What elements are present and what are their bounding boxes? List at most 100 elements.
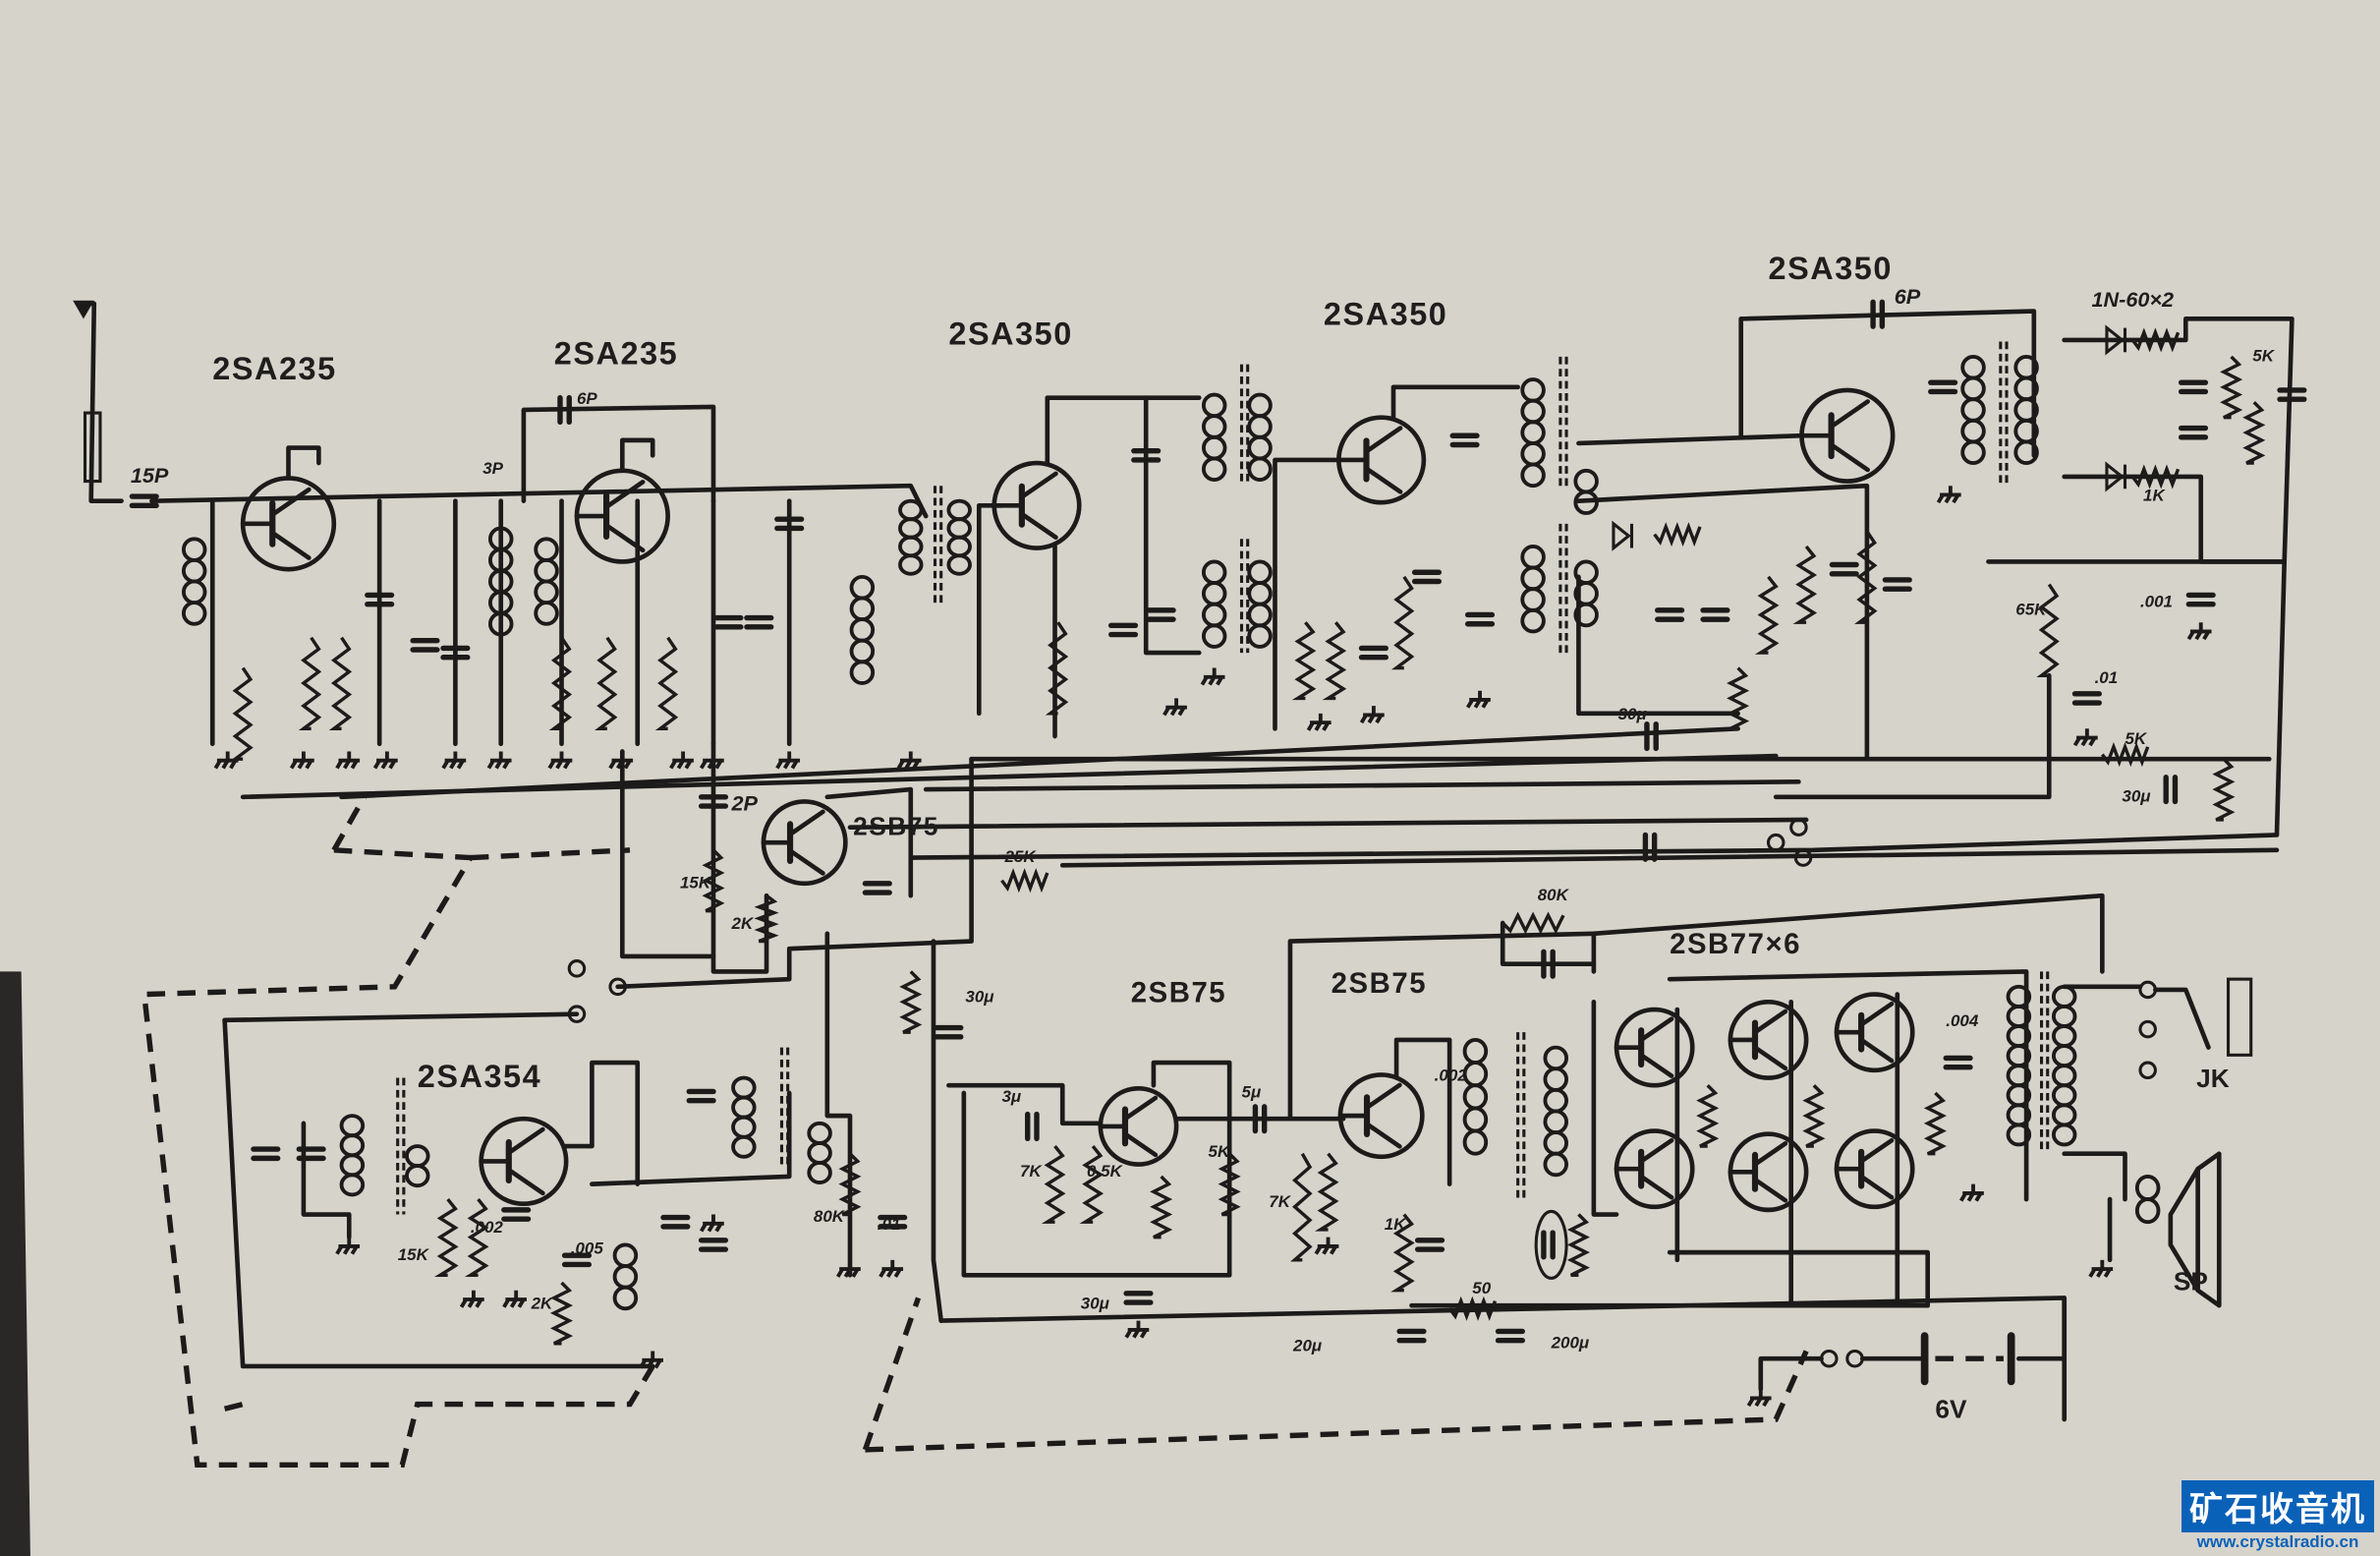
value-output-c: .004 bbox=[1946, 1011, 1979, 1030]
transistor-collector bbox=[506, 1126, 545, 1156]
value-filter-c1: 20μ bbox=[1292, 1337, 1323, 1355]
coil-symbol bbox=[1543, 1045, 1569, 1178]
transistor-collector bbox=[1858, 1001, 1895, 1027]
ground-icon bbox=[1124, 1320, 1150, 1339]
transistor-symbol bbox=[761, 799, 848, 887]
coil-symbol bbox=[339, 1114, 366, 1197]
transistor-symbol bbox=[1614, 1007, 1695, 1088]
transistor-collector bbox=[1638, 1016, 1674, 1043]
coil-turn bbox=[2013, 439, 2039, 465]
value-if3-r: 65K bbox=[2015, 600, 2048, 618]
capacitor-symbol bbox=[1495, 1328, 1525, 1344]
gang-link-line bbox=[223, 1401, 244, 1412]
value-osc-r: 80K bbox=[814, 1207, 846, 1226]
capacitor-symbol bbox=[561, 1252, 593, 1268]
resistor-symbol bbox=[2100, 742, 2150, 768]
resistor-symbol bbox=[702, 848, 725, 913]
transistor-emitter bbox=[269, 530, 312, 560]
label-oscillator: 2SA354 bbox=[418, 1059, 541, 1094]
ground-icon bbox=[699, 1214, 724, 1233]
capacitor-symbol bbox=[1025, 1111, 1040, 1141]
thermistor-icon bbox=[1534, 1209, 1568, 1280]
capacitor-symbol bbox=[501, 1207, 532, 1222]
ground-icon bbox=[1162, 698, 1187, 717]
transistor-symbol bbox=[1799, 387, 1896, 484]
transistor-collector bbox=[603, 480, 646, 510]
wire bbox=[1287, 931, 1597, 1122]
terminal-icon bbox=[1845, 1349, 1864, 1368]
terminal-icon bbox=[1789, 818, 1808, 836]
value-filter-c2: 200μ bbox=[1551, 1333, 1590, 1352]
resistor-symbol bbox=[1314, 1152, 1339, 1232]
ground-icon bbox=[335, 1237, 361, 1255]
wire bbox=[931, 939, 943, 1323]
capacitor-symbol bbox=[878, 1214, 908, 1230]
resistor-symbol bbox=[298, 636, 322, 731]
coil-symbol bbox=[807, 1121, 832, 1185]
resistor-symbol bbox=[549, 1281, 574, 1346]
coil-turn bbox=[849, 660, 876, 685]
resistor-symbol bbox=[1150, 1175, 1173, 1239]
terminal-icon bbox=[567, 959, 587, 978]
wire bbox=[1390, 384, 1520, 421]
terminal-icon bbox=[1793, 848, 1813, 867]
capacitor-symbol bbox=[774, 516, 805, 532]
wire bbox=[1045, 395, 1202, 466]
capacitor-symbol bbox=[2071, 691, 2102, 706]
value-audio-r3: 5K bbox=[1209, 1142, 1231, 1161]
coil-symbol bbox=[1573, 468, 1599, 515]
value-agc-r2: 2K bbox=[731, 914, 755, 933]
antenna-icon bbox=[73, 300, 94, 319]
coil-turn bbox=[612, 1285, 639, 1311]
coil-symbol bbox=[1573, 559, 1599, 628]
capacitor-symbol bbox=[1644, 720, 1659, 752]
wire bbox=[562, 1060, 641, 1186]
transistor-emitter bbox=[1638, 1053, 1674, 1078]
value-audio-r1: 7K bbox=[1020, 1162, 1043, 1181]
coil-turn bbox=[534, 601, 559, 626]
transistor-emitter bbox=[1829, 442, 1870, 473]
label-if-amp-1: 2SA350 bbox=[948, 317, 1072, 352]
capacitor-symbol bbox=[296, 1146, 326, 1162]
coil-turn bbox=[2134, 1197, 2161, 1225]
value-osc-c2: .002 bbox=[471, 1218, 504, 1237]
label-jack: JK bbox=[2196, 1064, 2230, 1093]
transistor-symbol bbox=[1336, 415, 1427, 505]
ground-icon bbox=[639, 1351, 664, 1369]
resistor-symbol bbox=[1041, 1144, 1066, 1224]
transistor-symbol bbox=[1728, 1131, 1809, 1213]
resistor-symbol bbox=[1045, 621, 1069, 716]
coil-symbol bbox=[1201, 559, 1227, 649]
capacitor-symbol bbox=[713, 614, 744, 630]
coil-turn bbox=[946, 553, 972, 576]
wire bbox=[1393, 1037, 1452, 1186]
gang-link-line bbox=[865, 1350, 1809, 1453]
components bbox=[73, 299, 2307, 1408]
terminal-icon bbox=[2138, 1019, 2157, 1039]
capacitor-symbol bbox=[365, 592, 395, 607]
ground-icon bbox=[2072, 728, 2098, 747]
transistor-symbol bbox=[1834, 1128, 1915, 1210]
capacitor-symbol bbox=[1107, 622, 1139, 638]
value-det-r2: 5K bbox=[2252, 347, 2275, 366]
value-filter-r: 50 bbox=[1472, 1279, 1491, 1297]
wire bbox=[1591, 999, 1619, 1217]
coil-symbol bbox=[1247, 559, 1273, 649]
capacitor-symbol bbox=[1449, 432, 1480, 448]
ground-icon bbox=[441, 751, 467, 770]
wire bbox=[1773, 672, 2052, 800]
capacitor-symbol bbox=[2178, 425, 2209, 440]
resistor-symbol bbox=[1390, 575, 1415, 670]
capacitor-symbol bbox=[557, 394, 572, 426]
wire bbox=[946, 1082, 1104, 1126]
ground-icon bbox=[2088, 1259, 2114, 1278]
resistor-symbol bbox=[464, 1198, 489, 1277]
capacitor-symbol bbox=[1464, 611, 1496, 627]
ground-icon bbox=[1466, 690, 1491, 709]
resistor-symbol bbox=[1566, 1213, 1590, 1277]
resistor-symbol bbox=[1653, 522, 1702, 547]
watermark-url: www.crystalradio.cn bbox=[2196, 1532, 2359, 1551]
resistor-symbol bbox=[1792, 545, 1818, 624]
ground-icon bbox=[289, 751, 314, 770]
value-driver-r1: 7K bbox=[1269, 1192, 1291, 1211]
